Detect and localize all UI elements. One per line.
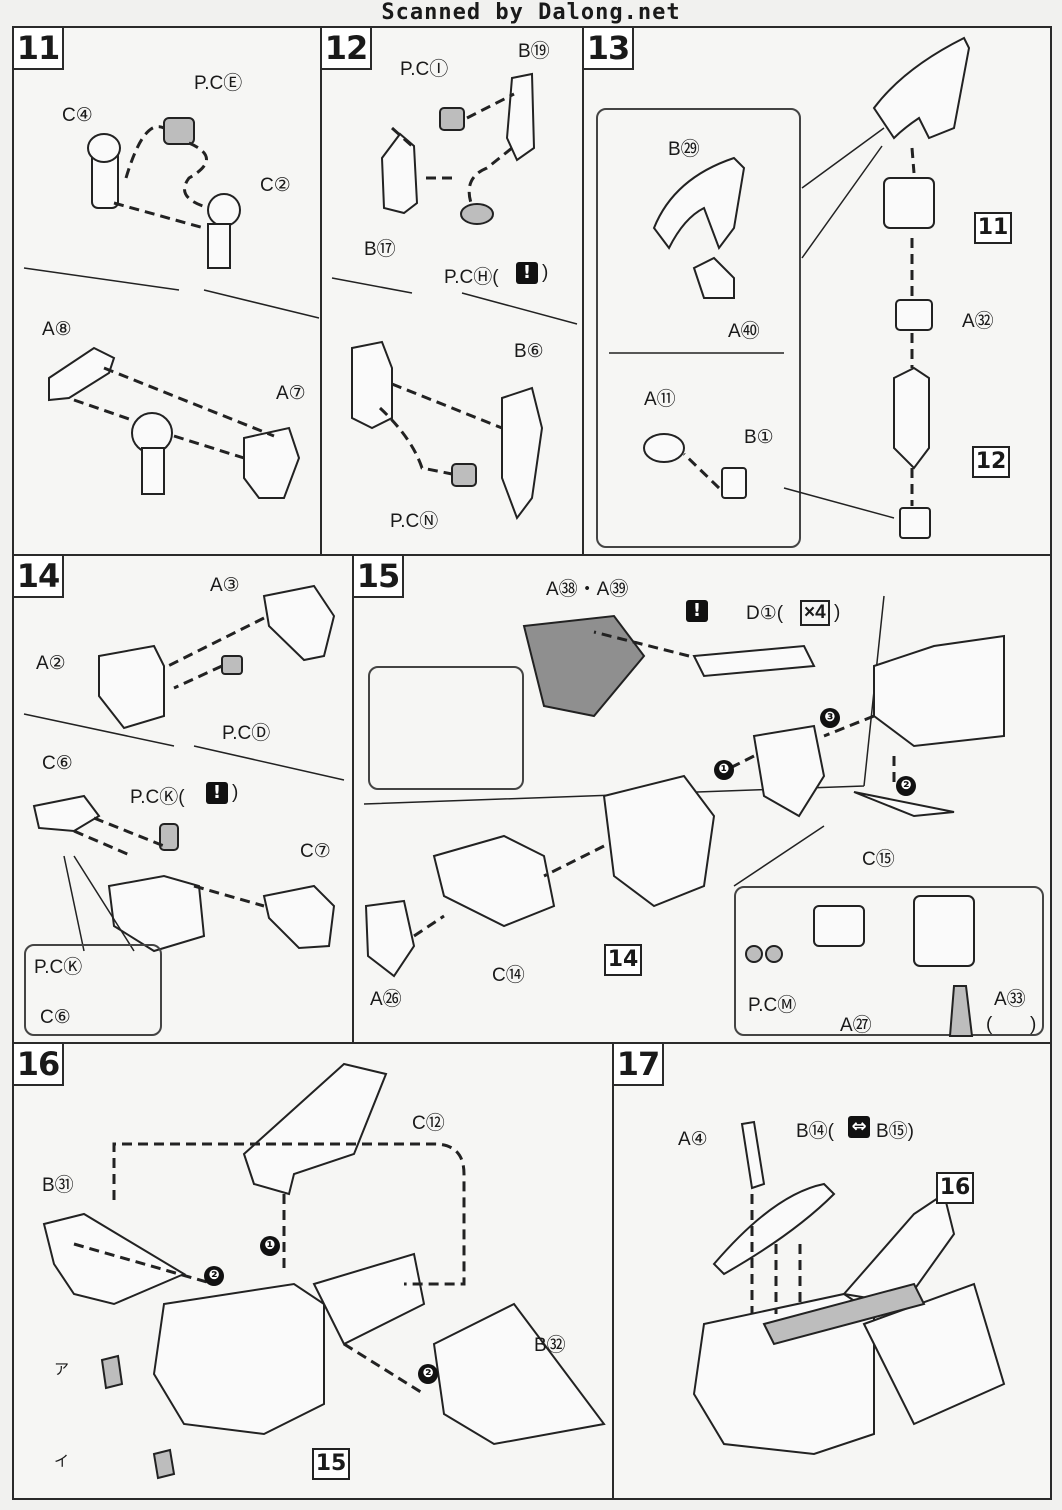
part-label: C⑭ — [492, 965, 525, 986]
detail-inset — [24, 944, 162, 1036]
part-label: A⑦ — [276, 383, 306, 404]
part-label: A㉗ — [840, 1015, 872, 1036]
step-number: 11 — [14, 28, 64, 70]
step-15-illustration — [363, 595, 1005, 1037]
part-label: A② — [36, 653, 66, 674]
step-17-panel: 17 A④ B⑭( ⇔ B⑮) 16 — [612, 1042, 1052, 1500]
step-number: 16 — [14, 1044, 64, 1086]
part-label: ) — [232, 782, 239, 803]
part-label: ア — [54, 1361, 70, 1378]
part-label: C④ — [62, 105, 93, 126]
step-reference: 11 — [974, 212, 1012, 244]
step-reference: 16 — [936, 1172, 974, 1204]
part-label: D①( — [746, 603, 784, 624]
part-label: ) — [834, 602, 841, 623]
order-marker: ❷ — [896, 776, 916, 796]
caution-icon: ! — [516, 262, 538, 284]
part-label: A㉜ — [962, 311, 994, 332]
step-16-illustration — [42, 1062, 606, 1480]
part-label: P.CⓀ — [34, 957, 83, 978]
part-label: C② — [260, 175, 291, 196]
part-label: B⑭( — [796, 1121, 835, 1142]
part-label: B⑥ — [514, 341, 544, 362]
part-label: P.CⒾ — [400, 59, 449, 80]
part-label: B⑲ — [518, 41, 550, 62]
detail-inset — [368, 666, 524, 790]
part-label: イ — [54, 1453, 70, 1470]
step-reference: 12 — [972, 446, 1010, 478]
step-14-illustration — [23, 584, 345, 953]
step-reference: 14 — [604, 944, 642, 976]
step-number: 17 — [614, 1044, 664, 1086]
caution-icon: ! — [206, 782, 228, 804]
part-label: C⑫ — [412, 1113, 445, 1134]
part-label: B㉙ — [668, 139, 700, 160]
order-marker: ❶ — [714, 760, 734, 780]
swap-icon: ⇔ — [848, 1116, 870, 1138]
part-label: B⑮) — [876, 1121, 915, 1142]
step-13-illustration — [609, 36, 971, 539]
part-label: C⑥ — [42, 753, 73, 774]
part-label: C⑦ — [300, 841, 331, 862]
scan-watermark: Scanned by Dalong.net — [381, 0, 681, 25]
step-16-panel: 16 ❶ ❷ ❷ C⑫ B㉛ B㉜ ア イ 15 — [12, 1042, 614, 1500]
step-11-panel: 11 C④ P.CⒺ C② A⑧ A⑦ — [12, 26, 322, 556]
step-14-panel: 14 A③ A② P.CⒹ C⑥ P.CⓀ( ! ) C⑦ P.CⓀ C⑥ — [12, 554, 354, 1044]
part-label: ) — [542, 262, 549, 283]
step-reference: 15 — [312, 1448, 350, 1480]
step-number: 12 — [322, 28, 372, 70]
part-label: A⑧ — [42, 319, 72, 340]
step-number: 13 — [584, 28, 634, 70]
part-label: P.CⒺ — [194, 73, 243, 94]
order-marker: ❶ — [260, 1236, 280, 1256]
step-number: 14 — [14, 556, 64, 598]
part-label: C⑮ — [862, 849, 895, 870]
part-label: B㉜ — [534, 1335, 566, 1356]
part-label: B㉛ — [42, 1175, 74, 1196]
order-marker: ❷ — [418, 1364, 438, 1384]
part-label: ( — [986, 1014, 993, 1035]
part-label: P.CⒽ( — [444, 267, 499, 288]
part-label: P.CⓂ — [748, 995, 797, 1016]
detail-inset — [734, 886, 1044, 1036]
part-label: B① — [744, 427, 774, 448]
part-label: A④ — [678, 1129, 708, 1150]
part-label: A㊳・A㊴ — [546, 579, 629, 600]
step-12-illustration — [331, 72, 578, 521]
step-number: 15 — [354, 556, 404, 598]
sub-assembly-box — [596, 108, 801, 548]
caution-icon: ! — [686, 600, 708, 622]
part-label: A㉝ — [994, 989, 1026, 1010]
part-label: P.CⓃ — [390, 511, 439, 532]
part-label: C⑥ — [40, 1007, 71, 1028]
part-label: A③ — [210, 575, 240, 596]
part-label: P.CⒹ — [222, 723, 271, 744]
part-label: B⑰ — [364, 239, 396, 260]
order-marker: ❷ — [204, 1266, 224, 1286]
part-label: P.CⓀ( — [130, 787, 185, 808]
order-marker: ❸ — [820, 708, 840, 728]
part-label: ) — [1030, 1014, 1037, 1035]
step-15-panel: 15 ❶ ❷ ❸ A㊳・A㊴ ! D①( ×4 ) C⑮ C⑭ A㉖ P.CⓂ … — [352, 554, 1052, 1044]
step-11-illustration — [23, 117, 320, 499]
step-17-illustration — [692, 1120, 1006, 1456]
step-13-panel: 13 B㉙ A㊵ A⑪ B① A㉜ 11 12 — [582, 26, 1052, 556]
part-label: ×4 — [800, 600, 830, 626]
part-label: A㉖ — [370, 989, 402, 1010]
part-label: A㊵ — [728, 321, 760, 342]
step-12-panel: 12 P.CⒾ B⑲ B⑰ P.CⒽ( ! ) B⑥ P.CⓃ — [320, 26, 584, 556]
part-label: A⑪ — [644, 389, 676, 410]
